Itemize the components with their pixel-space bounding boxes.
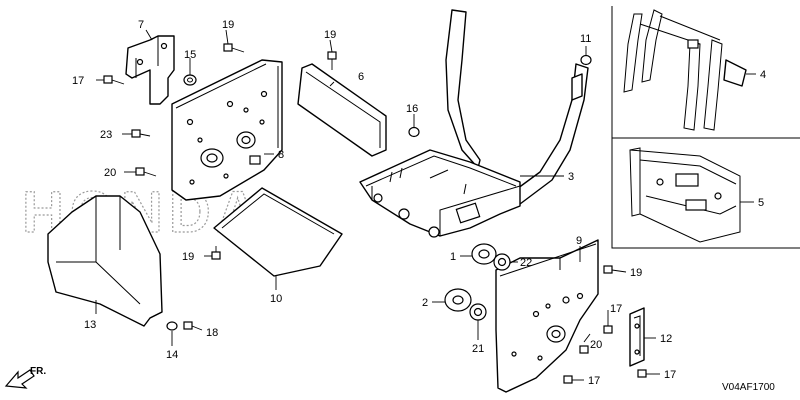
callout-11: 11 xyxy=(580,33,591,45)
diagram-code: V04AF1700 xyxy=(722,382,775,393)
callout-23: 23 xyxy=(100,129,112,141)
callout-17-upper-left: 17 xyxy=(72,75,84,87)
callout-3: 3 xyxy=(568,171,574,183)
callout-22: 22 xyxy=(520,257,532,269)
part-8-side-plate xyxy=(171,59,283,201)
part-17-bolt-bottom xyxy=(563,375,573,384)
callout-1: 1 xyxy=(450,251,456,263)
callout-20-right: 20 xyxy=(590,339,602,351)
callout-15: 15 xyxy=(184,49,196,61)
callout-21: 21 xyxy=(472,343,484,355)
leader-lines xyxy=(95,29,756,381)
front-direction-arrow: FR. xyxy=(4,366,46,389)
part-19-bolt-lower-left xyxy=(211,246,221,260)
part-2-bearing-holder xyxy=(444,288,472,312)
callout-19-lower-left: 19 xyxy=(182,251,194,263)
callout-19-right: 19 xyxy=(630,267,642,279)
callout-13: 13 xyxy=(84,319,96,331)
part-11-nut xyxy=(580,54,592,66)
callout-5: 5 xyxy=(758,197,764,209)
callout-6: 6 xyxy=(358,71,364,83)
part-21-bearing xyxy=(469,303,487,321)
part-17-bolt-bracket xyxy=(637,369,647,378)
part-19-bolt-right xyxy=(603,265,613,274)
part-9-bracket-plate xyxy=(495,239,599,393)
callout-20-left: 20 xyxy=(104,167,116,179)
callout-8: 8 xyxy=(278,149,284,161)
part-19-bolt-center xyxy=(327,51,337,70)
part-18-bolt xyxy=(183,321,193,330)
part-19-bolt-upper-left xyxy=(223,43,245,53)
part-6-plate xyxy=(297,63,387,157)
part-16-nut xyxy=(408,126,420,138)
part-3-frame xyxy=(359,9,589,238)
part-7-bracket xyxy=(125,35,175,105)
part-20-bolt-left xyxy=(135,167,157,177)
inset-frame xyxy=(611,6,800,249)
callout-10: 10 xyxy=(270,293,282,305)
callout-18: 18 xyxy=(206,327,218,339)
part-23-bolt xyxy=(131,129,151,138)
direction-label: FR. xyxy=(30,366,46,377)
callout-12: 12 xyxy=(660,333,672,345)
callout-4: 4 xyxy=(760,69,766,81)
callout-7: 7 xyxy=(138,19,144,31)
part-10-floor-plate xyxy=(213,187,343,277)
callout-19-center: 19 xyxy=(324,29,336,41)
part-1-bearing-holder xyxy=(471,243,497,265)
part-4-handle-assembly xyxy=(623,9,747,131)
callout-14: 14 xyxy=(166,349,178,361)
callout-labels: 7 15 19 19 6 16 11 17 23 20 8 3 1 22 2 2… xyxy=(72,19,766,387)
callout-2: 2 xyxy=(422,297,428,309)
part-13-cover xyxy=(47,195,163,327)
callout-19-upper-left: 19 xyxy=(222,19,234,31)
part-20-bolt-right xyxy=(579,345,589,354)
callout-9: 9 xyxy=(576,235,582,247)
part-17-bolt-upper-left xyxy=(103,75,125,85)
part-5-frame-assembly xyxy=(629,147,741,243)
part-15-nut xyxy=(183,74,197,86)
part-14-washer xyxy=(166,321,178,331)
callout-17-right-upper: 17 xyxy=(610,303,622,315)
callout-17-bracket: 17 xyxy=(664,369,676,381)
part-22-bearing xyxy=(493,253,511,271)
part-17-bolt-right-upper xyxy=(603,318,613,334)
callout-17-bottom: 17 xyxy=(588,375,600,387)
part-12-bracket xyxy=(629,307,645,367)
callout-16: 16 xyxy=(406,103,418,115)
